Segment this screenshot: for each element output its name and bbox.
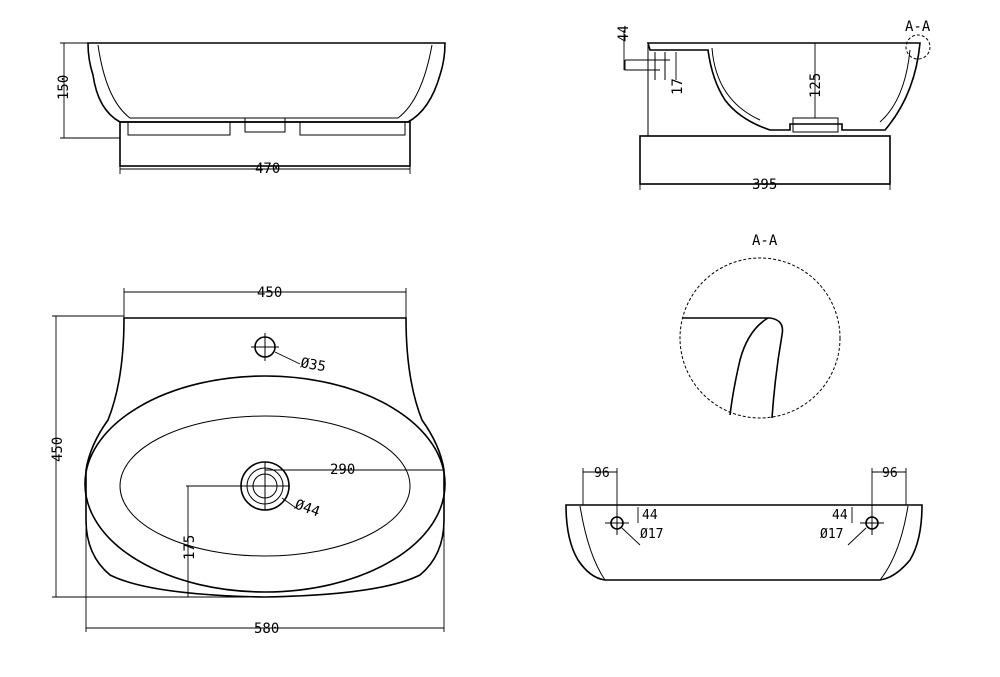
side-inner-wall: [711, 47, 761, 121]
detail-rim-profile: [683, 317, 784, 419]
top-drain-depth-label: 175: [182, 535, 198, 560]
rear-view: 96 96 44 44 Ø17 Ø17: [565, 466, 923, 581]
top-outer-outline: [85, 317, 445, 598]
rear-left-offset-label: 96: [594, 466, 610, 481]
side-tap: [624, 59, 670, 71]
rear-right-offset-label: 96: [882, 466, 898, 481]
front-width-label: 470: [255, 161, 280, 177]
front-foot-left: [127, 122, 231, 136]
top-drain-hole-label: Ø44: [293, 497, 322, 521]
side-width-label: 395: [752, 177, 777, 193]
top-view: Ø35 Ø44 450 450 580 290 175: [50, 285, 446, 637]
detail-title: A-A: [752, 233, 778, 249]
side-section-tag: A-A: [905, 19, 931, 35]
side-depth-label: 125: [808, 73, 824, 98]
top-basin-bowl: [119, 415, 411, 557]
top-tap-hole-label: Ø35: [299, 355, 327, 375]
rear-right-hole-label: Ø17: [820, 527, 843, 542]
rear-right-height-label: 44: [832, 508, 848, 523]
top-basin-rim: [84, 375, 446, 593]
detail-circle: [679, 257, 841, 419]
top-outer-label: 580: [254, 621, 279, 637]
front-foot-right: [299, 122, 406, 136]
top-drain-offset-label: 290: [330, 462, 355, 478]
side-section-marker: [905, 34, 931, 60]
detail-view: A-A: [679, 233, 841, 419]
rear-left-height-label: 44: [642, 508, 658, 523]
front-basin-inner: [97, 44, 433, 119]
rear-basin-outline: [565, 504, 923, 581]
top-width-label: 450: [257, 285, 282, 301]
side-tap-offset-label: 17: [670, 78, 686, 95]
front-view: 150 470: [56, 42, 446, 177]
side-tap-height-label: 44: [616, 25, 632, 42]
side-drain: [792, 117, 839, 133]
front-basin-outline: [87, 42, 446, 123]
detail-wall-profile: [729, 317, 769, 416]
top-length-label: 450: [50, 437, 66, 462]
side-outer-wall: [879, 49, 911, 123]
front-drain: [244, 117, 286, 133]
side-basin-outline: [646, 42, 921, 131]
side-view: 125 44 17 A-A 395: [616, 19, 931, 193]
rear-left-hole-label: Ø17: [640, 527, 663, 542]
front-height-label: 150: [56, 75, 72, 100]
front-base: [119, 121, 411, 167]
